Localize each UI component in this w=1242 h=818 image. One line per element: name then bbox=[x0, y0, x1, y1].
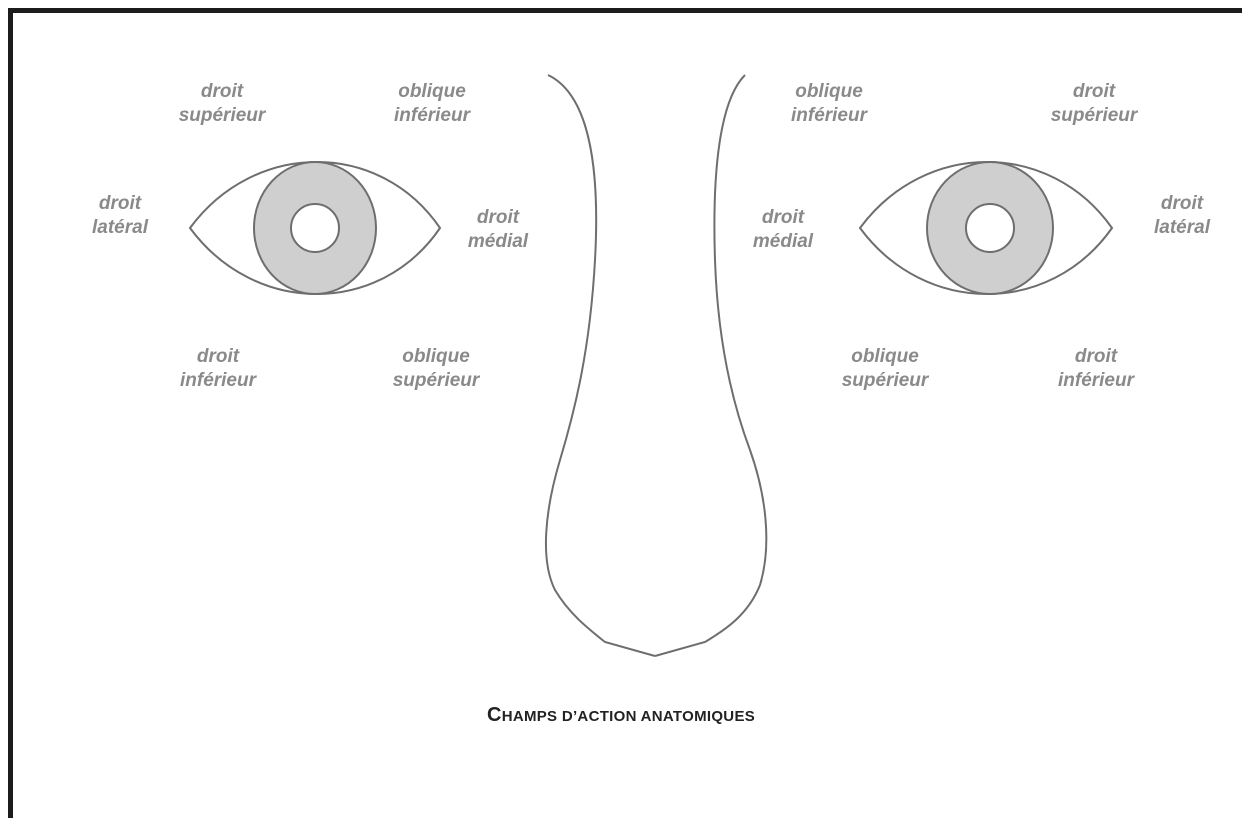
nose-right-outline bbox=[655, 75, 766, 656]
label-right-oblique-inferieur: oblique inférieur bbox=[791, 80, 867, 128]
label-left-oblique-inferieur: oblique inférieur bbox=[394, 80, 470, 128]
caption-first-letter: C bbox=[487, 704, 502, 726]
label-left-droit-lateral: droit latéral bbox=[92, 192, 148, 240]
right-eye-pupil bbox=[966, 204, 1014, 252]
label-right-droit-lateral: droit latéral bbox=[1154, 192, 1210, 240]
nose-left-outline bbox=[546, 75, 655, 656]
caption-rest: hamps d’action anatomiques bbox=[502, 708, 755, 725]
label-left-droit-superieur: droit supérieur bbox=[179, 80, 266, 128]
label-right-droit-medial: droit médial bbox=[753, 206, 813, 254]
right-eye bbox=[860, 162, 1112, 294]
left-eye bbox=[190, 162, 440, 294]
label-right-oblique-superieur: oblique supérieur bbox=[842, 345, 929, 393]
label-left-oblique-superieur: oblique supérieur bbox=[393, 345, 480, 393]
left-eye-pupil bbox=[291, 204, 339, 252]
diagram-caption: Champs d’action anatomiques bbox=[487, 704, 755, 727]
label-left-droit-inferieur: droit inférieur bbox=[180, 345, 256, 393]
label-right-droit-inferieur: droit inférieur bbox=[1058, 345, 1134, 393]
label-right-droit-superieur: droit supérieur bbox=[1051, 80, 1138, 128]
label-left-droit-medial: droit médial bbox=[468, 206, 528, 254]
